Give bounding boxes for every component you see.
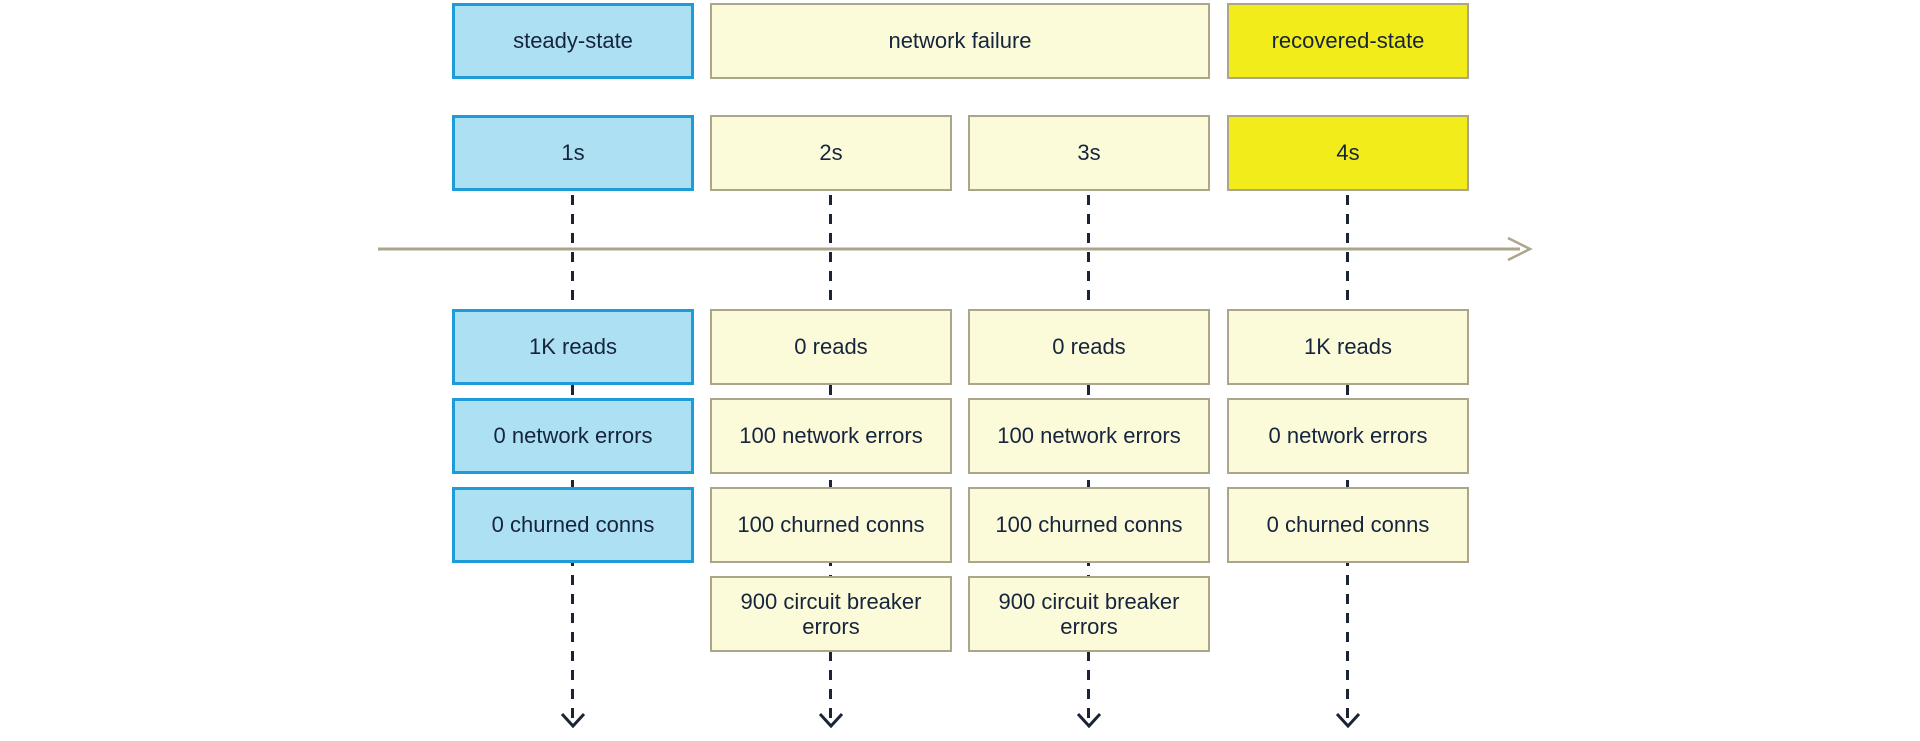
metric-label: 100 network errors — [997, 423, 1181, 449]
time-box-2s: 2s — [710, 115, 952, 191]
metric-box: 0 churned conns — [1227, 487, 1469, 563]
metric-box: 0 reads — [968, 309, 1210, 385]
metric-box: 100 network errors — [968, 398, 1210, 474]
phase-box-recovered-state: recovered-state — [1227, 3, 1469, 79]
metric-label: 0 network errors — [1268, 423, 1428, 449]
time-label: 4s — [1336, 140, 1360, 166]
time-label: 3s — [1077, 140, 1101, 166]
metric-box: 1K reads — [1227, 309, 1469, 385]
time-label: 2s — [819, 140, 843, 166]
phase-box-steady-state: steady-state — [452, 3, 694, 79]
phase-label: steady-state — [513, 28, 633, 54]
metric-label: 0 churned conns — [491, 512, 655, 538]
metric-label: 100 churned conns — [995, 512, 1183, 538]
metric-box: 900 circuit breaker errors — [710, 576, 952, 652]
phase-label: recovered-state — [1271, 28, 1425, 54]
metric-box: 0 churned conns — [452, 487, 694, 563]
time-label: 1s — [561, 140, 585, 166]
down-arrow-icon — [1335, 712, 1361, 729]
phase-label: network failure — [888, 28, 1032, 54]
metric-label: 1K reads — [1303, 334, 1393, 360]
phase-box-network-failure: network failure — [710, 3, 1210, 79]
time-box-3s: 3s — [968, 115, 1210, 191]
time-box-1s: 1s — [452, 115, 694, 191]
down-arrow-icon — [560, 712, 586, 729]
timeline-axis-arrow — [378, 236, 1533, 262]
metric-box: 100 network errors — [710, 398, 952, 474]
metric-box: 0 network errors — [452, 398, 694, 474]
down-arrow-icon — [1076, 712, 1102, 729]
metric-label: 100 churned conns — [737, 512, 925, 538]
metric-box: 0 network errors — [1227, 398, 1469, 474]
metric-label: 100 network errors — [739, 423, 923, 449]
metric-label: 0 churned conns — [1266, 512, 1430, 538]
metric-label: 0 network errors — [493, 423, 653, 449]
metric-box: 1K reads — [452, 309, 694, 385]
metric-label: 0 reads — [794, 334, 868, 360]
arrowhead-right-icon — [1507, 236, 1533, 262]
metric-box: 0 reads — [710, 309, 952, 385]
metric-box: 100 churned conns — [968, 487, 1210, 563]
metric-label: 1K reads — [528, 334, 618, 360]
down-arrow-icon — [818, 712, 844, 729]
metric-label: 900 circuit breaker errors — [740, 588, 922, 639]
metric-box: 900 circuit breaker errors — [968, 576, 1210, 652]
metric-label: 0 reads — [1052, 334, 1126, 360]
metric-box: 100 churned conns — [710, 487, 952, 563]
metric-label: 900 circuit breaker errors — [998, 588, 1180, 639]
time-box-4s: 4s — [1227, 115, 1469, 191]
